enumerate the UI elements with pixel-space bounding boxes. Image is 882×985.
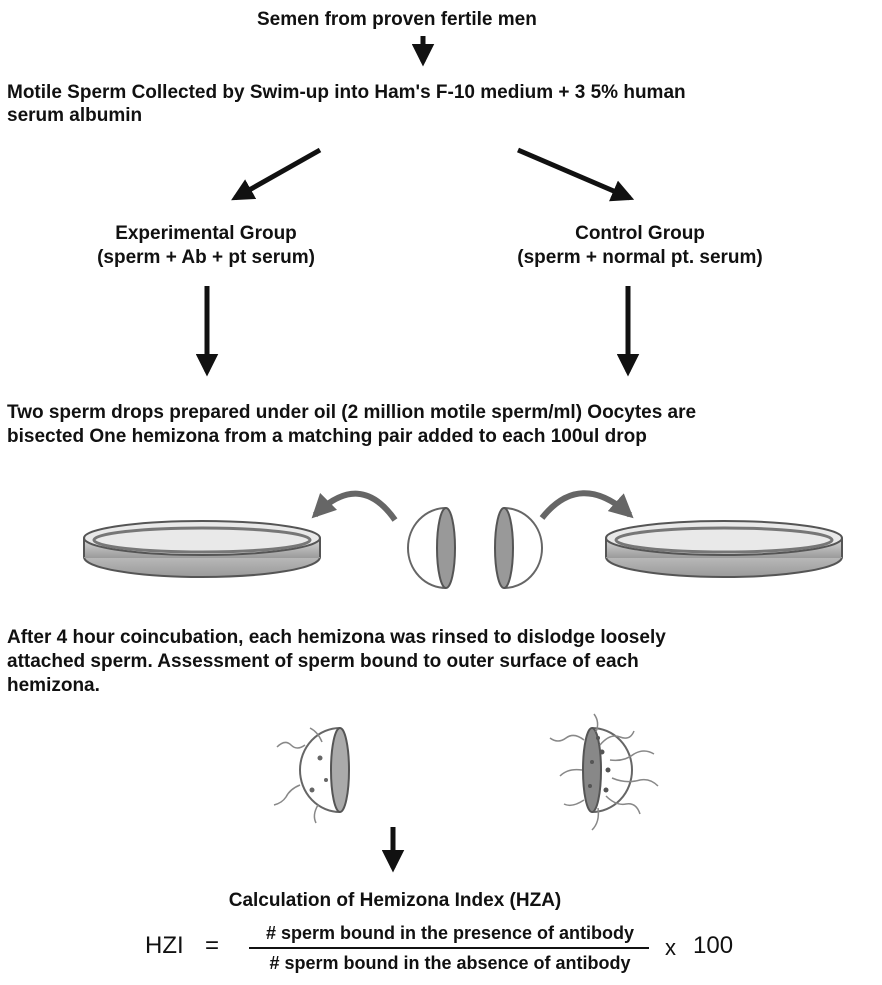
factor-100: 100 bbox=[693, 932, 733, 960]
petri-dish-left bbox=[84, 521, 320, 577]
transfer-arrow-right bbox=[542, 493, 630, 518]
formula-numerator: # sperm bound in the presence of antibod… bbox=[245, 922, 655, 944]
fraction-bar bbox=[249, 947, 649, 949]
coincubation-text-line1: After 4 hour coincubation, each hemizona… bbox=[7, 626, 666, 650]
calculation-title: Calculation of Hemizona Index (HZA) bbox=[160, 889, 630, 913]
petri-dish-right bbox=[606, 521, 842, 577]
collection-text-line2: serum albumin bbox=[7, 104, 142, 128]
coincubation-text-line2: attached sperm. Assessment of sperm boun… bbox=[7, 650, 639, 674]
hzi-label: HZI bbox=[145, 932, 184, 960]
control-group-title: Control Group bbox=[490, 222, 790, 246]
hemizona-right-icon bbox=[495, 508, 542, 588]
arrow-to-control bbox=[518, 150, 630, 198]
arrow-to-experimental bbox=[235, 150, 320, 198]
transfer-arrow-left bbox=[315, 494, 395, 520]
hemizona-left-icon bbox=[408, 508, 455, 588]
experimental-group-title: Experimental Group bbox=[56, 222, 356, 246]
hemizona-low-binding-icon bbox=[274, 728, 349, 823]
drops-text-line2: bisected One hemizona from a matching pa… bbox=[7, 425, 647, 449]
formula-denominator: # sperm bound in the absence of antibody bbox=[245, 952, 655, 974]
hemizona-high-binding-icon bbox=[550, 714, 658, 830]
collection-text-line1: Motile Sperm Collected by Swim-up into H… bbox=[7, 81, 686, 105]
times-sign: x bbox=[665, 935, 676, 961]
experimental-group-desc: (sperm + Ab + pt serum) bbox=[56, 246, 356, 270]
coincubation-text-line3: hemizona. bbox=[7, 674, 100, 698]
equals-sign: = bbox=[205, 932, 219, 960]
hzi-formula: HZI = # sperm bound in the presence of a… bbox=[145, 922, 745, 982]
control-group-desc: (sperm + normal pt. serum) bbox=[480, 246, 800, 270]
drops-text-line1: Two sperm drops prepared under oil (2 mi… bbox=[7, 401, 696, 425]
source-text: Semen from proven fertile men bbox=[257, 8, 537, 32]
